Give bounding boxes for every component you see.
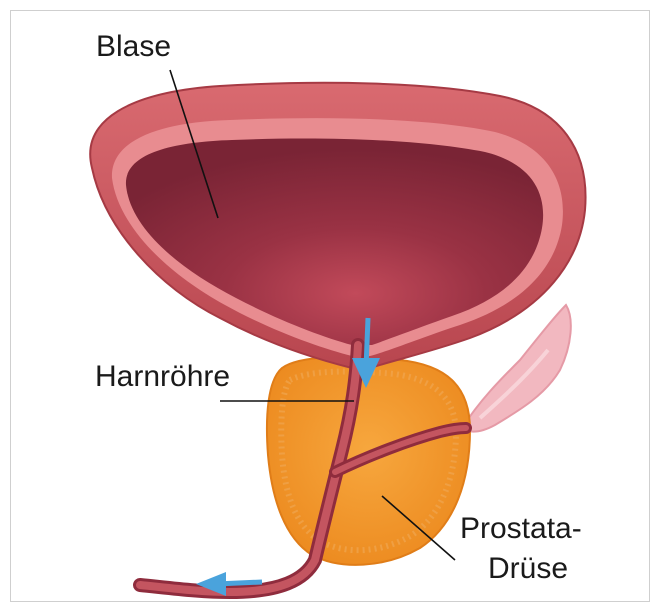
label-urethra: Harnröhre <box>95 362 230 392</box>
label-bladder: Blase <box>96 32 171 62</box>
label-prostate-line2: Drüse <box>488 554 568 584</box>
label-prostate-line1: Prostata- <box>460 514 582 544</box>
bladder <box>90 83 585 368</box>
